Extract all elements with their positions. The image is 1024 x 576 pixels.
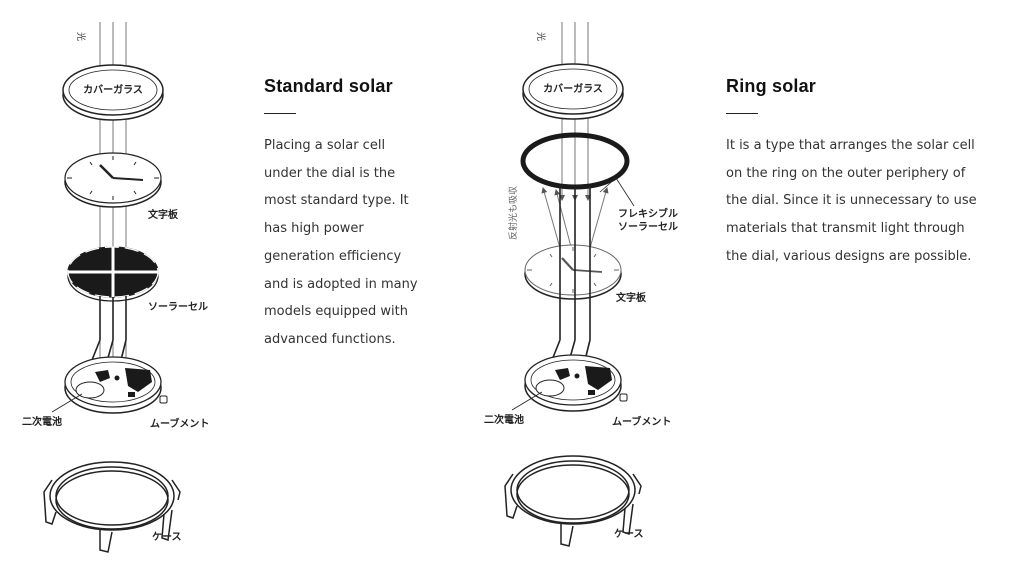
light-label: 光 — [75, 32, 87, 41]
standard-solar-text: Standard solar Placing a solar cell unde… — [264, 76, 424, 354]
connection-wires — [87, 296, 127, 373]
flexible-solar-label-1: フレキシブル — [618, 207, 678, 220]
cover-glass — [62, 64, 164, 121]
ring-solar-text: Ring solar It is a type that arranges th… — [726, 76, 981, 271]
ring-solar-diagram: 光 カバーガラス フレキシブル ソーラーセル 反射光も吸収 — [484, 22, 678, 547]
ring-solar-body: It is a type that arranges the solar cel… — [726, 138, 977, 264]
flex-leader — [599, 177, 617, 193]
secondary-battery-label-ring: 二次電池 — [484, 413, 524, 426]
movement-ring — [511, 354, 628, 412]
dial — [64, 152, 162, 208]
solar-cell-label: ソーラーセル — [148, 301, 208, 313]
solar-cell — [67, 246, 159, 302]
flexible-solar-label-2: ソーラーセル — [618, 221, 678, 233]
movement — [51, 356, 168, 414]
reflected-light-label: 反射光も吸収 — [507, 186, 519, 240]
cover-glass-ring — [522, 63, 624, 120]
case-label: ケース — [152, 531, 182, 543]
dial-label: 文字板 — [148, 208, 179, 221]
cover-glass-label: カバーガラス — [83, 83, 143, 96]
cover-glass-label-ring: カバーガラス — [543, 82, 603, 95]
light-label-ring: 光 — [535, 32, 547, 41]
standard-solar-title: Standard solar — [264, 76, 393, 96]
case-label-ring: ケース — [614, 528, 644, 540]
ring-solar-title: Ring solar — [726, 76, 817, 96]
title-divider-ring — [726, 113, 758, 114]
secondary-battery-label: 二次電池 — [22, 415, 62, 428]
dial-ring — [524, 244, 622, 300]
movement-label-ring: ムーブメント — [612, 415, 671, 428]
title-divider — [264, 113, 296, 114]
dial-label-ring: 文字板 — [616, 291, 647, 304]
standard-solar-diagram: 光 カバーガラス 文字板 — [22, 22, 209, 553]
case-ring — [504, 455, 642, 547]
movement-label: ムーブメント — [150, 417, 209, 430]
standard-solar-body: Placing a solar cell under the dial is t… — [264, 138, 418, 347]
case — [43, 461, 181, 553]
